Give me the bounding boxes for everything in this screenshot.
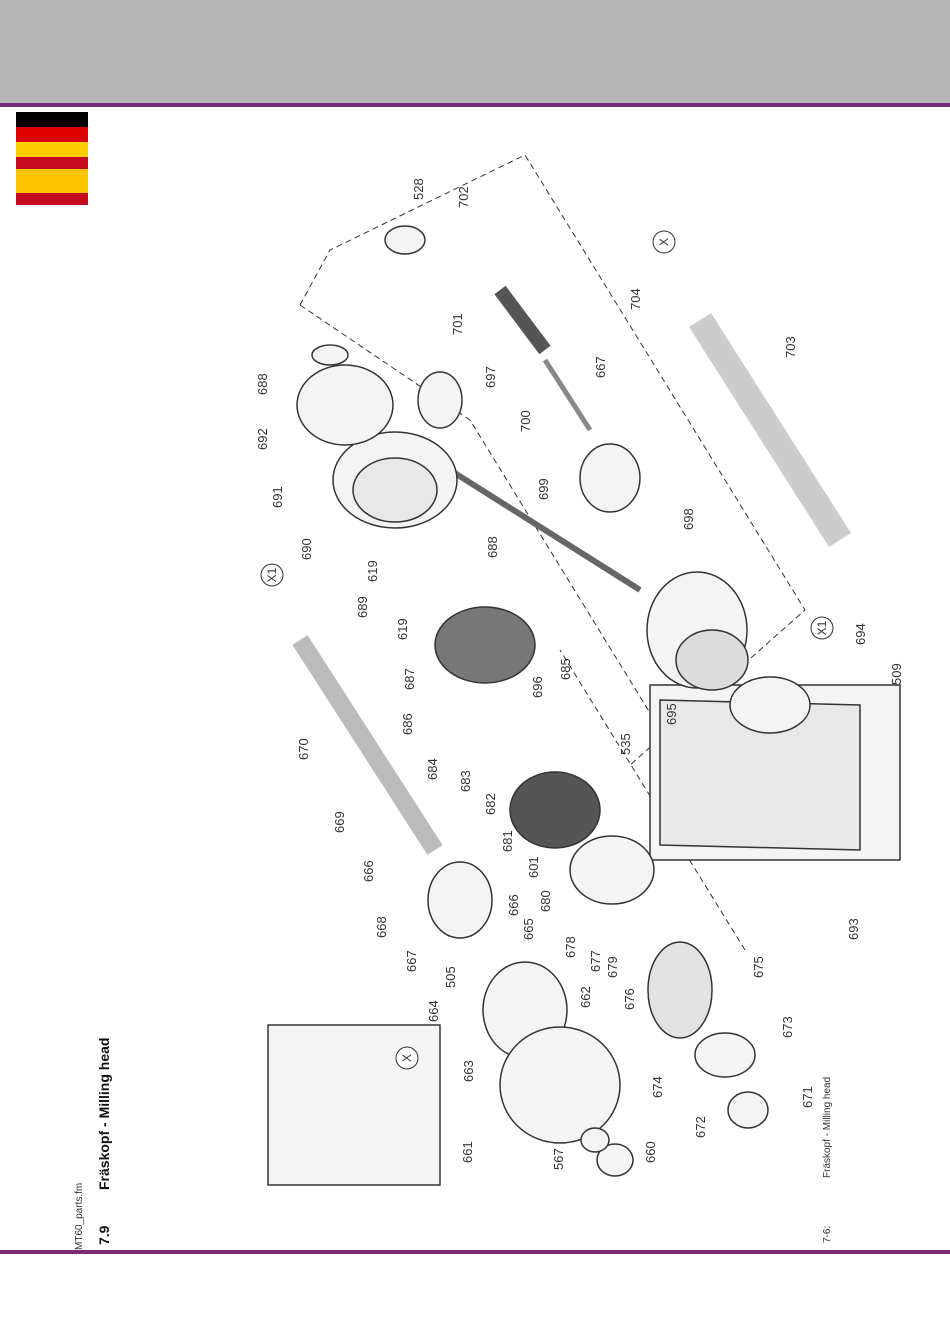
footer-rule xyxy=(0,1250,950,1254)
svg-text:688: 688 xyxy=(255,373,270,395)
svg-text:690: 690 xyxy=(299,538,314,560)
svg-text:674: 674 xyxy=(650,1076,665,1098)
svg-text:670: 670 xyxy=(296,738,311,760)
svg-text:672: 672 xyxy=(693,1116,708,1138)
svg-text:661: 661 xyxy=(460,1141,475,1163)
svg-text:664: 664 xyxy=(426,1000,441,1022)
svg-text:667: 667 xyxy=(593,356,608,378)
header-rule xyxy=(0,103,950,107)
svg-text:679: 679 xyxy=(605,956,620,978)
svg-text:663: 663 xyxy=(461,1060,476,1082)
svg-text:535: 535 xyxy=(618,733,633,755)
svg-text:703: 703 xyxy=(783,336,798,358)
svg-text:695: 695 xyxy=(664,703,679,725)
svg-text:683: 683 xyxy=(458,770,473,792)
svg-text:677: 677 xyxy=(588,950,603,972)
svg-text:509: 509 xyxy=(889,663,904,685)
svg-text:686: 686 xyxy=(400,713,415,735)
svg-text:X1: X1 xyxy=(265,567,279,582)
svg-text:673: 673 xyxy=(780,1016,795,1038)
svg-text:660: 660 xyxy=(643,1141,658,1163)
svg-text:669: 669 xyxy=(332,811,347,833)
svg-text:681: 681 xyxy=(500,830,515,852)
svg-text:682: 682 xyxy=(483,793,498,815)
svg-text:687: 687 xyxy=(402,668,417,690)
svg-text:700: 700 xyxy=(518,410,533,432)
part-labels: 528 702 701 697 688 692 691 690 667 700 … xyxy=(255,178,904,1170)
svg-text:505: 505 xyxy=(443,966,458,988)
svg-text:691: 691 xyxy=(270,486,285,508)
svg-text:701: 701 xyxy=(450,313,465,335)
svg-text:680: 680 xyxy=(538,890,553,912)
svg-text:675: 675 xyxy=(751,956,766,978)
svg-text:689: 689 xyxy=(355,596,370,618)
svg-text:692: 692 xyxy=(255,428,270,450)
svg-text:685: 685 xyxy=(558,658,573,680)
svg-text:528: 528 xyxy=(411,178,426,200)
svg-text:702: 702 xyxy=(456,186,471,208)
spanish-flag[interactable] xyxy=(16,157,88,205)
svg-text:619: 619 xyxy=(365,560,380,582)
svg-text:619: 619 xyxy=(395,618,410,640)
svg-text:666: 666 xyxy=(506,894,521,916)
svg-text:688: 688 xyxy=(485,536,500,558)
svg-text:X: X xyxy=(400,1054,414,1062)
svg-text:667: 667 xyxy=(404,950,419,972)
svg-text:704: 704 xyxy=(628,288,643,310)
svg-text:665: 665 xyxy=(521,918,536,940)
svg-text:697: 697 xyxy=(483,366,498,388)
header-bar xyxy=(0,0,950,103)
svg-text:693: 693 xyxy=(846,918,861,940)
svg-text:696: 696 xyxy=(530,676,545,698)
svg-text:X1: X1 xyxy=(815,620,829,635)
svg-text:601: 601 xyxy=(526,856,541,878)
svg-text:684: 684 xyxy=(425,758,440,780)
svg-text:668: 668 xyxy=(374,916,389,938)
svg-text:671: 671 xyxy=(800,1086,815,1108)
svg-text:699: 699 xyxy=(536,478,551,500)
svg-text:666: 666 xyxy=(361,860,376,882)
svg-text:X: X xyxy=(657,238,671,246)
svg-text:678: 678 xyxy=(563,936,578,958)
svg-text:676: 676 xyxy=(622,988,637,1010)
svg-text:698: 698 xyxy=(681,508,696,530)
svg-text:662: 662 xyxy=(578,986,593,1008)
german-flag[interactable] xyxy=(16,112,88,157)
svg-text:567: 567 xyxy=(551,1148,566,1170)
svg-text:694: 694 xyxy=(853,623,868,645)
